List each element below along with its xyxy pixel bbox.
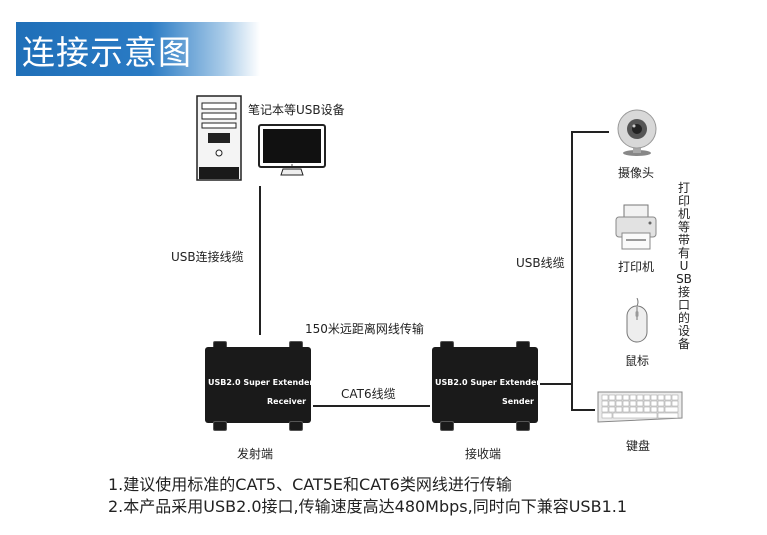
notes: 1.建议使用标准的CAT5、CAT5E和CAT6类网线进行传输 2.本产品采用U… — [108, 474, 627, 518]
distance-label: 150米远距离网线传输 — [305, 322, 424, 336]
usb-line-right-v — [571, 131, 573, 410]
title-banner — [16, 22, 260, 76]
cat6-label: CAT6线缆 — [341, 387, 396, 401]
sender-model: USB2.0 Super Extender — [435, 378, 541, 387]
usb-cable-right-label: USB线缆 — [516, 256, 565, 270]
page-title: 连接示意图 — [22, 33, 192, 72]
cat6-line — [313, 405, 430, 407]
keyboard-label: 键盘 — [626, 439, 651, 453]
pc-tower-icon — [196, 95, 242, 181]
printer-label: 打印机 — [618, 260, 655, 274]
transmit-end-label: 发射端 — [237, 447, 274, 461]
mouse-icon — [625, 297, 649, 344]
keyboard-icon — [596, 386, 684, 424]
camera-label: 摄像头 — [618, 166, 655, 180]
sender-device: USB2.0 Super Extender Sender — [430, 341, 540, 431]
receiver-name: Receiver — [267, 397, 307, 406]
vertical-device-note: 打印机等带有USB接口的设备 — [676, 181, 692, 351]
pc-label: 笔记本等USB设备 — [248, 103, 345, 117]
sender-name: Sender — [502, 397, 534, 406]
mouse-label: 鼠标 — [625, 354, 650, 368]
usb-cable-left-label: USB连接线缆 — [171, 250, 244, 264]
usb-line-right-top — [571, 131, 609, 133]
receiver-model: USB2.0 Super Extender — [208, 378, 314, 387]
receive-end-label: 接收端 — [465, 447, 502, 461]
monitor-icon — [257, 123, 327, 178]
webcam-icon — [612, 107, 662, 157]
usb-line-right-bottom — [571, 409, 595, 411]
receiver-device: USB2.0 Super Extender Receiver — [203, 341, 313, 431]
usb-line-left — [259, 186, 261, 335]
printer-icon — [614, 203, 658, 251]
usb-line-right-h — [540, 383, 572, 385]
note-1: 1.建议使用标准的CAT5、CAT5E和CAT6类网线进行传输 — [108, 475, 512, 494]
note-2: 2.本产品采用USB2.0接口,传输速度高达480Mbps,同时向下兼容USB1… — [108, 497, 628, 516]
